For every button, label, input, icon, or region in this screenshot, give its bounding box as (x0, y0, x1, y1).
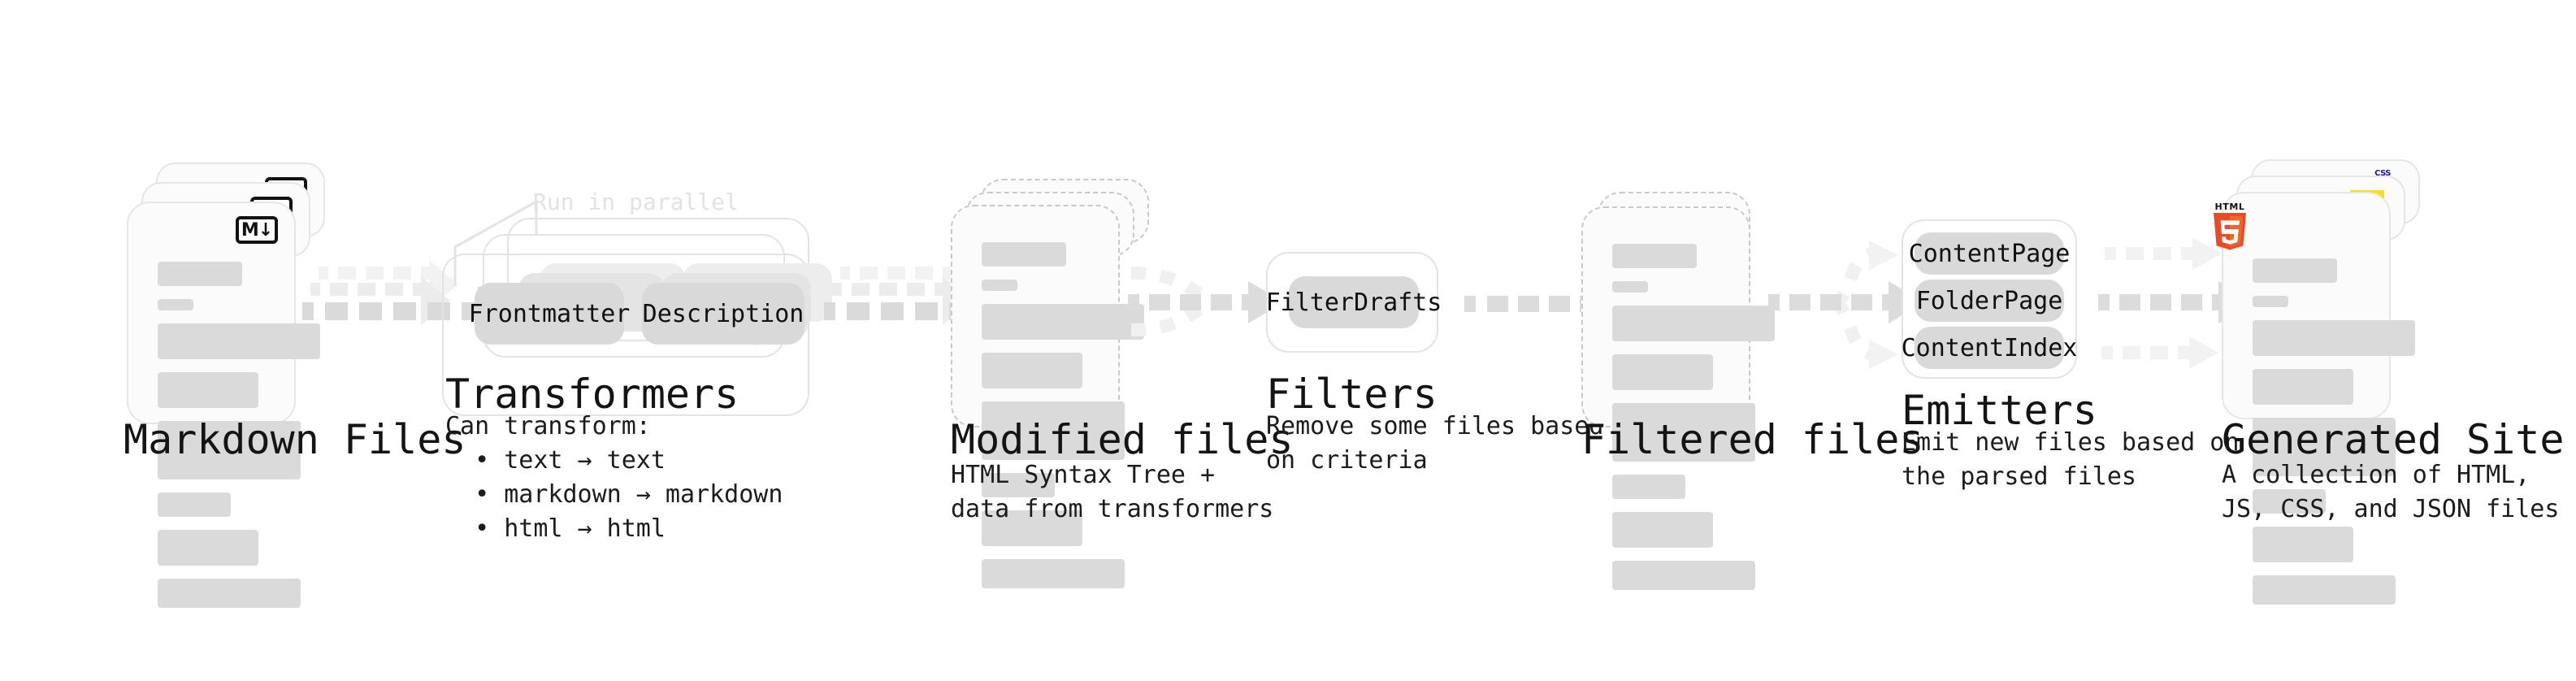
file-content-placeholder (158, 262, 320, 621)
generated-site-card-html: HTML (2214, 192, 2415, 605)
filters-description: Remove some files based on criteria (1266, 411, 1604, 475)
transformer-panel-front (442, 254, 809, 416)
arrow-modified-to-filters (1128, 252, 1284, 382)
transformer-plugin-frontmatter[interactable]: Frontmatter (469, 283, 630, 345)
emitter-plugin-label: ContentPage (1908, 239, 2071, 268)
generated-site-title: Generated Site (2222, 416, 2565, 463)
emitter-plugin-contentindex[interactable]: ContentIndex (1902, 327, 2077, 369)
emitter-plugin-label: ContentIndex (1901, 333, 2078, 362)
arrow-filtered-to-emitters (1768, 228, 1924, 406)
filtered-file-card-front (1581, 206, 1775, 590)
markdown-badge-icon: M↓ (236, 216, 278, 244)
filters-title: Filters (1266, 371, 1438, 418)
emitter-plugin-folderpage[interactable]: FolderPage (1915, 280, 2064, 322)
html5-icon: HTML (2210, 203, 2249, 252)
emitters-description: Emit new files based on the parsed files (1902, 427, 2240, 491)
run-in-parallel-label: Run in parallel (533, 190, 739, 216)
modified-file-card-front (951, 205, 1144, 588)
modified-files-description: HTML Syntax Tree + data from transformer… (951, 460, 1274, 523)
generated-site-description: A collection of HTML, JS, CSS, and JSON … (2222, 460, 2560, 523)
markdown-files-title: Markdown Files (124, 416, 466, 463)
transformers-description: Can transform: • text → text • markdown … (445, 411, 783, 543)
filtered-files-title: Filtered files (1581, 416, 1924, 463)
arrow-markdown-to-transformers (302, 260, 522, 382)
file-content-placeholder (2253, 258, 2415, 618)
emitter-plugin-contentpage[interactable]: ContentPage (1909, 232, 2070, 275)
html5-icon-label: HTML (2214, 203, 2245, 213)
emitter-plugin-label: FolderPage (1915, 286, 2063, 315)
markdown-file-card-front: M↓ (127, 202, 320, 608)
emitters-title: Emitters (1902, 387, 2097, 434)
filter-plugin-label: FilterDrafts (1265, 288, 1442, 317)
arrow-filters-to-filtered (1464, 284, 1622, 333)
filter-plugin-filterdrafts[interactable]: FilterDrafts (1266, 276, 1442, 328)
file-content-placeholder (982, 242, 1144, 601)
transformers-title: Transformers (445, 371, 739, 418)
transformer-plugin-label: Frontmatter (468, 299, 631, 328)
modified-files-title: Modified files (951, 416, 1294, 463)
transformer-plugin-label: Description (642, 299, 804, 328)
transformer-plugin-description[interactable]: Description (642, 283, 804, 345)
file-content-placeholder (1612, 244, 1775, 603)
